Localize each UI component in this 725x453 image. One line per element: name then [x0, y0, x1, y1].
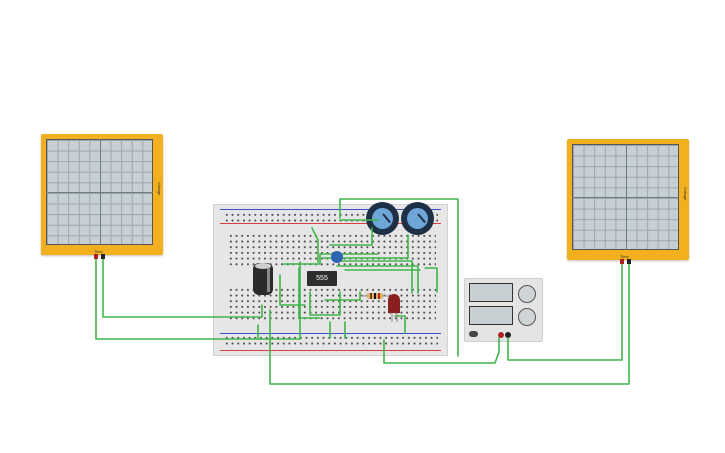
current-knob-icon[interactable] — [518, 308, 536, 326]
pot-dial-icon — [372, 208, 393, 229]
capacitor-ceramic — [331, 251, 343, 263]
wire — [336, 265, 419, 294]
wire — [321, 234, 409, 259]
wire — [394, 315, 406, 334]
wire — [269, 261, 630, 385]
wire — [339, 198, 459, 357]
wire — [311, 227, 319, 263]
wire — [95, 257, 301, 340]
wire — [329, 227, 373, 246]
probe-terminal — [627, 259, 631, 264]
screen-axis — [46, 192, 153, 193]
power-switch[interactable] — [469, 331, 478, 337]
wire — [424, 267, 438, 293]
wire — [309, 291, 341, 316]
probe-terminal — [620, 259, 624, 264]
led — [388, 294, 400, 322]
oscilloscope-right[interactable]: Voltage Time — [567, 139, 689, 260]
voltage-label: Voltage — [683, 187, 688, 201]
wire — [282, 253, 379, 265]
rail-line — [220, 350, 441, 351]
dc-power-supply[interactable] — [464, 278, 543, 342]
wire — [298, 267, 321, 319]
power-rail-holes — [224, 335, 438, 345]
time-label: Time — [620, 254, 629, 259]
wire — [324, 291, 361, 301]
screen-axis — [572, 197, 679, 198]
oscilloscope-left[interactable]: Voltage Time — [41, 134, 163, 255]
terminal-holes-top — [228, 233, 436, 268]
ic-label: 555 — [316, 275, 328, 282]
resistor — [360, 293, 392, 299]
ic-555-timer[interactable]: 555 — [307, 271, 337, 286]
screen-axis — [626, 144, 627, 250]
negative-terminal-icon[interactable] — [505, 332, 511, 338]
rail-line — [220, 209, 441, 210]
rail-line — [220, 223, 441, 224]
voltage-knob-icon[interactable] — [518, 285, 536, 303]
potentiometer-2[interactable] — [401, 202, 434, 235]
current-display — [469, 306, 513, 325]
wire — [336, 260, 413, 294]
voltage-label: Voltage — [157, 182, 162, 196]
capacitor-electrolytic — [253, 263, 273, 295]
wire — [507, 261, 623, 361]
screen-axis — [100, 139, 101, 245]
probe-terminal — [94, 254, 98, 259]
voltage-display — [469, 283, 513, 302]
positive-terminal-icon[interactable] — [498, 332, 504, 338]
wire — [102, 257, 263, 318]
wire — [383, 337, 500, 364]
time-label: Time — [94, 249, 103, 254]
wire — [279, 274, 306, 306]
power-rail-holes — [224, 212, 438, 222]
probe-terminal — [101, 254, 105, 259]
pot-dial-icon — [407, 208, 428, 229]
